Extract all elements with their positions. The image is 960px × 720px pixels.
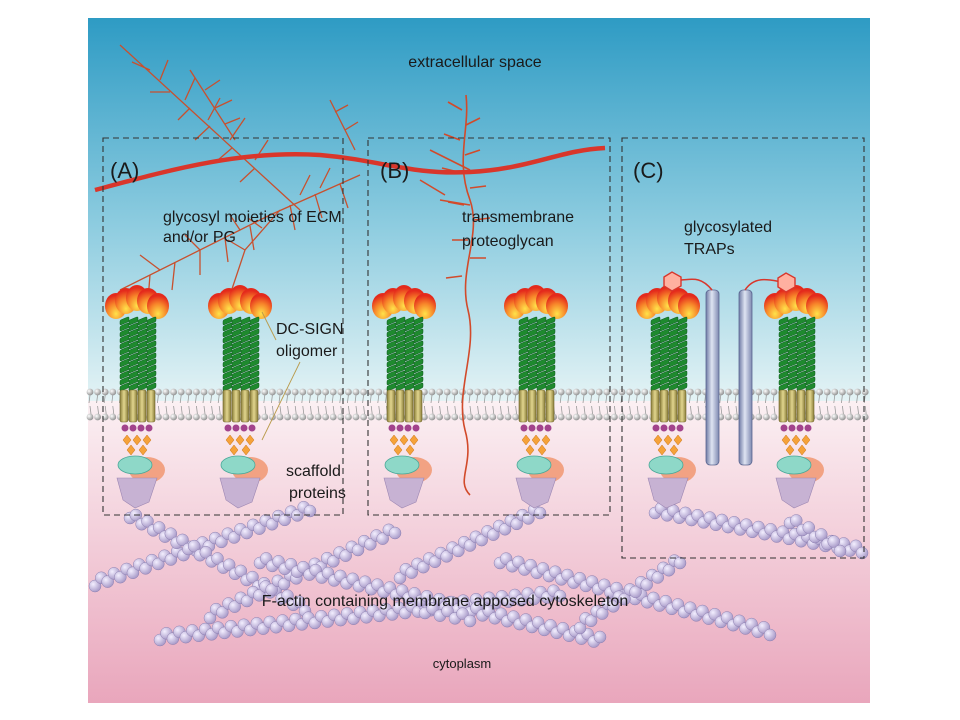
scaffold-label-line2: proteins [289, 485, 346, 502]
panel-c-box [621, 137, 865, 559]
transmembrane-label-line1: transmembrane [462, 209, 574, 226]
ecm-branches [119, 44, 361, 301]
glycosylated-label-line1: glycosylated [684, 219, 772, 236]
panel-a-label: (A) [110, 158, 139, 183]
f-actin-label: F-actin containing membrane apposed cyto… [262, 593, 628, 610]
trap-rod-left [705, 289, 720, 466]
cytoplasm-label: cytoplasm [433, 656, 492, 671]
panel-c-label: (C) [633, 158, 664, 183]
dc-sign-pointers [261, 311, 301, 441]
glycosylated-trap-proteins [663, 271, 796, 466]
transmembrane-label-line2: proteoglycan [462, 233, 554, 250]
ecm-fiber [94, 145, 606, 193]
dc-sign-molecule [105, 285, 169, 509]
scaffold-label-line1: scaffold [286, 463, 341, 480]
panel-b-label: (B) [380, 158, 409, 183]
dc-sign-molecules [105, 285, 828, 509]
dc-sign-label-line1: DC-SIGN [276, 321, 344, 338]
panel-b-box [367, 137, 611, 516]
dc-sign-molecule [372, 285, 436, 509]
trap-glycan-right [777, 272, 796, 293]
dc-sign-molecule [764, 285, 828, 509]
glycosyl-label-line1: glycosyl moieties of ECM [163, 209, 342, 226]
trap-glycan-left [663, 271, 682, 292]
transmembrane-proteoglycan [419, 94, 491, 496]
glycosylated-label-line2: TRAPs [684, 241, 735, 258]
trap-rod-right [738, 289, 753, 466]
dc-sign-molecule [636, 285, 700, 509]
dc-sign-molecule [504, 285, 568, 509]
dc-sign-label-line2: oligomer [276, 343, 338, 360]
panel-a-box [102, 137, 344, 516]
f-actin-filaments [88, 500, 869, 648]
glycosyl-label-line2: and/or PG [163, 229, 236, 246]
dc-sign-molecule [208, 285, 272, 509]
extracellular-space-label: extracellular space [408, 54, 542, 71]
